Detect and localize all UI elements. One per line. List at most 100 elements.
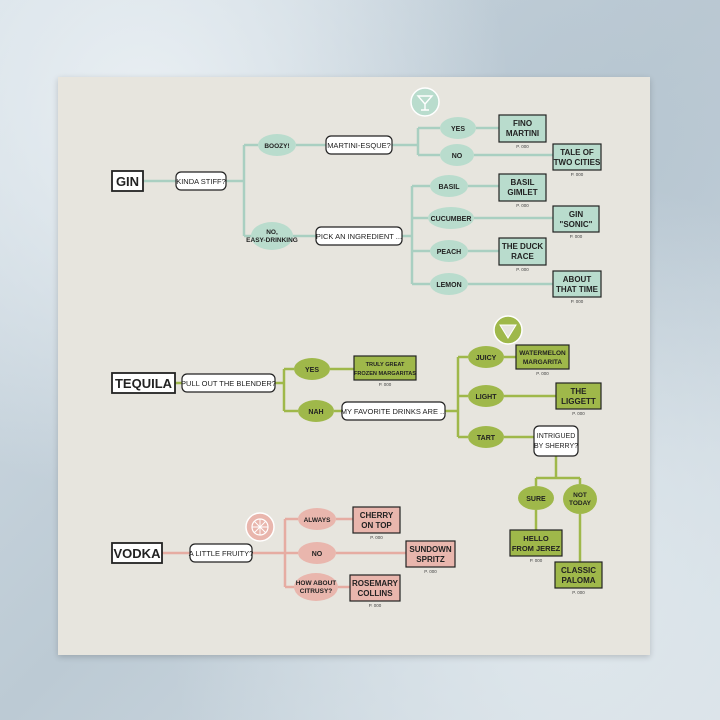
sundown-page: P. 000 xyxy=(424,569,437,574)
tequila-spirit-box xyxy=(111,372,176,394)
sherry-line2: BY SHERRY? xyxy=(534,443,578,450)
tequila-connectors xyxy=(175,355,582,562)
rosemary-line1: ROSEMARY xyxy=(352,579,399,588)
tequila-yes-bubble xyxy=(294,358,330,380)
frozen-line1: TRULY GREAT xyxy=(366,362,405,368)
gin-easy-bubble xyxy=(251,222,293,250)
tequila-favorite-box xyxy=(341,401,446,421)
vodka-connectors xyxy=(162,517,406,589)
tequila-label: TEQUILA xyxy=(115,376,173,391)
gin-branch: GIN KINDA STIFF? BOOZY! MARTINI-ESQUE? Y… xyxy=(111,87,602,304)
martini-glass-icon xyxy=(410,87,440,117)
paloma-line1: CLASSIC xyxy=(561,566,596,575)
fino-martini-page: P. 000 xyxy=(516,144,529,149)
tequila-favorite: MY FAVORITE DRINKS ARE ... xyxy=(341,407,447,416)
gin-pick: PICK AN INGREDIENT ... xyxy=(316,232,402,241)
about-line1: ABOUT xyxy=(563,275,592,284)
basil-gimlet-box xyxy=(498,173,547,202)
sherry-line1: INTRIGUED xyxy=(537,433,576,440)
tequila-juicy: JUICY xyxy=(476,355,497,362)
tequila-nah-bubble xyxy=(298,400,334,422)
gin-easy-line1: NO, xyxy=(266,229,278,236)
citrusy-line2: CITRUSY? xyxy=(300,588,333,595)
duck-race-page: P. 000 xyxy=(516,267,529,272)
watermelon-page: P. 000 xyxy=(536,371,549,376)
gin-no-bubble xyxy=(440,144,474,166)
vodka-always: ALWAYS xyxy=(304,517,332,524)
gin-question: KINDA STIFF? xyxy=(176,177,226,186)
tale-line1: TALE OF xyxy=(560,148,594,157)
tequila-yes: YES xyxy=(305,367,319,374)
citrus-slice-icon-segments xyxy=(252,519,268,535)
jerez-page: P. 000 xyxy=(530,558,543,563)
vodka-citrusy-bubble xyxy=(294,573,338,601)
gin-lemon: LEMON xyxy=(436,282,461,289)
tequila-nah: NAH xyxy=(308,409,323,416)
vodka-spirit-box xyxy=(111,542,163,564)
duck-race-box xyxy=(498,237,547,266)
gin-basil: BASIL xyxy=(439,184,461,191)
gin-cucumber-bubble xyxy=(428,207,474,229)
gin-spirit-box xyxy=(111,170,144,192)
tequila-light: LIGHT xyxy=(476,394,498,401)
watermelon-line2: MARGARITA xyxy=(523,359,563,366)
vodka-question: A LITTLE FRUITY? xyxy=(189,549,254,558)
watermelon-margarita-box xyxy=(515,344,570,370)
tequila-juicy-bubble xyxy=(468,346,504,368)
sundown-line1: SUNDOWN xyxy=(409,545,451,554)
gin-boozy-bubble xyxy=(258,134,296,156)
liggett-page: P. 000 xyxy=(572,411,585,416)
jerez-line2: FROM JEREZ xyxy=(512,544,561,553)
tale-line2: TWO CITIES xyxy=(554,158,601,167)
sundown-line2: SPRITZ xyxy=(416,555,445,564)
classic-paloma-box xyxy=(554,561,603,589)
gin-question-box xyxy=(175,171,227,191)
gin-sonic-page: P. 000 xyxy=(570,234,583,239)
gin-martini-question-box xyxy=(325,135,393,155)
liggett-box xyxy=(555,382,602,410)
gin-lemon-bubble xyxy=(430,273,468,295)
sherry-question-box xyxy=(533,425,579,457)
fino-martini-box xyxy=(498,114,547,143)
tequila-tart: TART xyxy=(477,435,496,442)
tequila-tart-bubble xyxy=(468,426,504,448)
gin-basil-bubble xyxy=(430,175,468,197)
vodka-question-box xyxy=(189,543,253,563)
not-today-line2: TODAY xyxy=(569,500,592,507)
tale-page: P. 000 xyxy=(571,172,584,177)
gin-pick-box xyxy=(315,226,403,246)
gin-yes-bubble xyxy=(440,117,476,139)
rosemary-collins-box xyxy=(349,574,401,602)
cherry-page: P. 000 xyxy=(370,535,383,540)
tequila-sure-bubble xyxy=(518,486,554,510)
about-line2: THAT TIME xyxy=(556,285,599,294)
tequila-not-today-bubble xyxy=(563,484,597,514)
tale-of-two-cities-box xyxy=(552,143,602,171)
vodka-always-bubble xyxy=(298,508,336,530)
gin-sonic-box xyxy=(552,205,600,233)
tequila-sure: SURE xyxy=(526,496,546,503)
duck-race-line2: RACE xyxy=(511,252,534,261)
gin-no: NO xyxy=(452,153,463,160)
gin-label: GIN xyxy=(116,174,139,189)
gin-sonic-line1: GIN xyxy=(569,210,583,219)
tequila-branch: TEQUILA PULL OUT THE BLENDER? YES NAH TR… xyxy=(111,315,603,595)
vodka-label: VODKA xyxy=(114,546,162,561)
cherry-on-top-box xyxy=(352,506,401,534)
tequila-question: PULL OUT THE BLENDER? xyxy=(181,379,276,388)
frozen-page: P. 000 xyxy=(379,382,392,387)
about-that-time-box xyxy=(552,270,602,298)
gin-connectors xyxy=(143,126,553,286)
cherry-line2: ON TOP xyxy=(361,521,392,530)
gin-sonic-line2: "SONIC" xyxy=(560,220,593,229)
frozen-margaritas-box xyxy=(353,355,417,381)
gin-easy-line2: EASY-DRINKING xyxy=(246,237,298,244)
liggett-line2: LIGGETT xyxy=(561,397,596,406)
fino-martini-line1: FINO xyxy=(513,119,532,128)
watermelon-slice-icon-glyph xyxy=(499,324,517,339)
vodka-no-bubble xyxy=(298,542,336,564)
cherry-line1: CHERRY xyxy=(360,511,394,520)
frozen-line2: FROZEN MARGARITAS xyxy=(354,371,416,377)
about-page: P. 000 xyxy=(571,299,584,304)
